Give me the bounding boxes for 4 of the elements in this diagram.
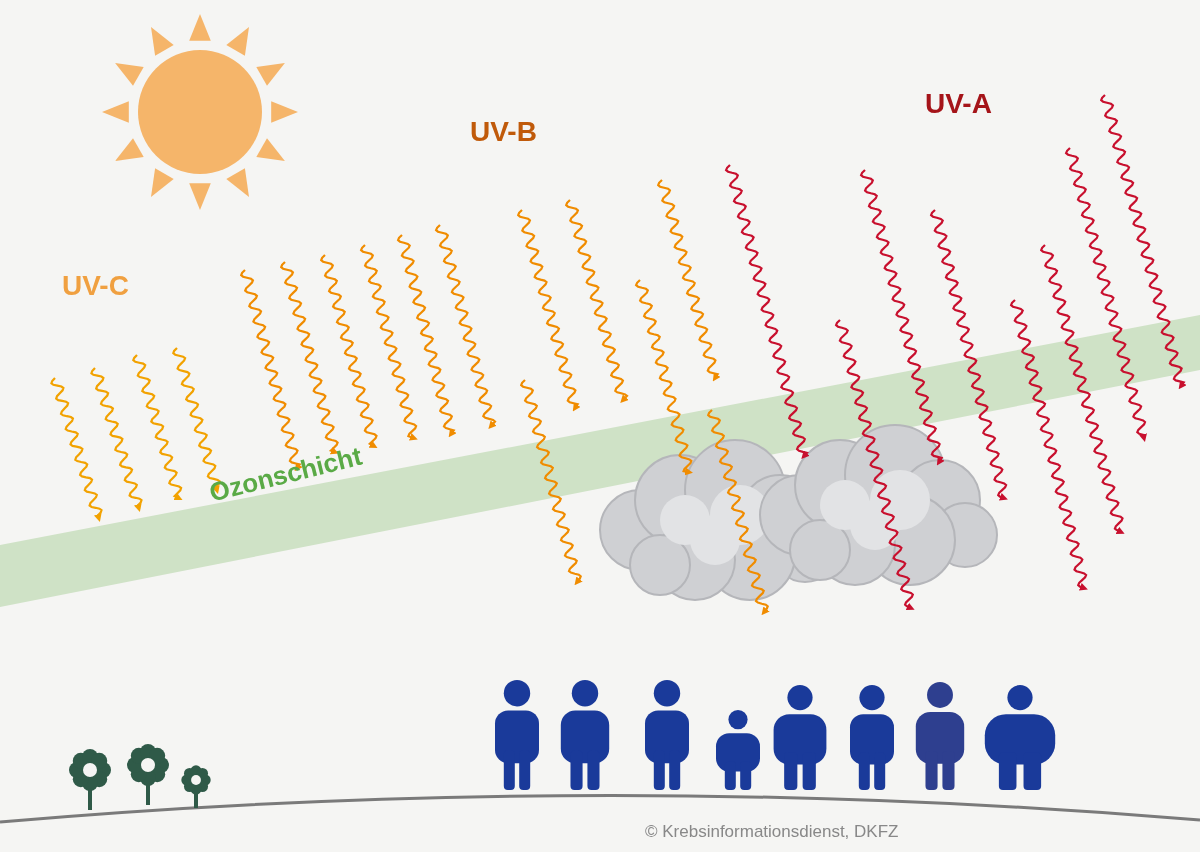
radiation-label: UV-C xyxy=(62,270,129,302)
copyright-note: © Krebsinformationsdienst, DKFZ xyxy=(645,822,899,842)
radiation-label: UV-A xyxy=(925,88,992,120)
radiation-label: UV-B xyxy=(470,116,537,148)
